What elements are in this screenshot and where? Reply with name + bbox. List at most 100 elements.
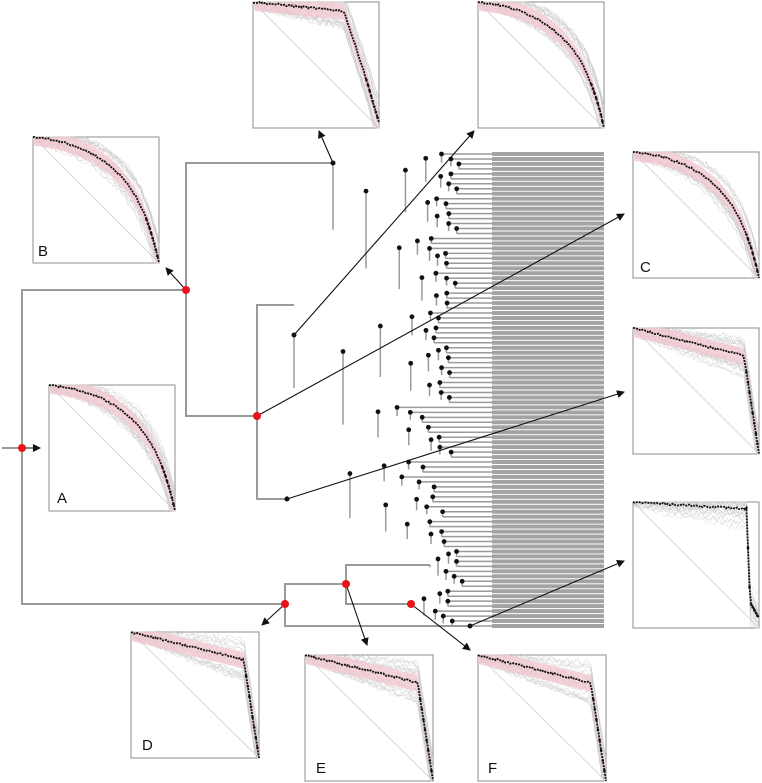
root-link xyxy=(21,448,285,605)
background-curve xyxy=(632,156,759,279)
leaf-bar xyxy=(492,221,604,226)
tree-node xyxy=(404,521,410,527)
leaf-bar xyxy=(492,355,604,360)
tree-node xyxy=(407,409,413,415)
node-right2 xyxy=(284,496,290,502)
leaf-bar xyxy=(492,564,604,569)
tree-node xyxy=(434,196,440,202)
median-point xyxy=(153,242,156,246)
panel-label-e: E xyxy=(316,760,326,777)
background-curve xyxy=(632,503,759,629)
background-curve xyxy=(632,506,759,629)
leaf-bar xyxy=(492,166,604,171)
leaf-bar xyxy=(492,604,604,609)
median-point xyxy=(593,91,596,95)
arrow-to-top1 xyxy=(318,130,334,164)
arrow-to-right2 xyxy=(286,390,625,500)
panel-e xyxy=(304,654,434,782)
tree-node xyxy=(454,559,459,564)
leaf-bar xyxy=(492,440,604,445)
tree-node xyxy=(433,325,439,331)
tree-node xyxy=(441,539,447,544)
leaf-bar xyxy=(492,489,604,494)
leaf-bar xyxy=(492,256,604,261)
leaf-bar xyxy=(492,375,604,380)
leaf-bar xyxy=(492,425,604,430)
tree-node xyxy=(446,395,452,400)
leaf-bar xyxy=(492,509,604,514)
median-point xyxy=(593,708,597,711)
median-point xyxy=(599,113,603,116)
leaf-bar xyxy=(492,460,604,464)
pink-band xyxy=(478,655,606,781)
leaf-bar xyxy=(492,465,604,469)
leaf-bar xyxy=(492,241,604,246)
panel-label-b: B xyxy=(38,243,48,260)
leaf-bar xyxy=(492,161,604,166)
inner-dendrogram xyxy=(286,151,492,627)
leaf-bar xyxy=(492,345,604,350)
panel-label-a: A xyxy=(57,490,67,507)
median-point xyxy=(745,233,748,236)
median-point xyxy=(167,484,170,488)
median-point xyxy=(374,110,378,114)
tree-node xyxy=(446,551,451,557)
arrow-to-d xyxy=(261,603,286,626)
panel-diagonal xyxy=(477,1,605,129)
median-point xyxy=(254,736,258,739)
leaf-bar xyxy=(492,559,604,564)
median-point xyxy=(754,263,758,267)
tree-node xyxy=(454,186,460,192)
node-right3 xyxy=(467,623,473,629)
tree-node xyxy=(377,323,383,329)
median-point xyxy=(591,697,595,701)
tree-node xyxy=(424,504,430,510)
median-point xyxy=(756,442,759,446)
branch-b xyxy=(185,162,333,290)
panel-diagonal xyxy=(130,631,260,759)
median-point xyxy=(749,603,753,606)
tree-node xyxy=(437,591,443,597)
arrows xyxy=(22,130,625,651)
tree-node xyxy=(439,151,444,157)
node-top1 xyxy=(330,160,336,166)
arrow-to-b xyxy=(165,267,187,291)
arrow-to-e xyxy=(345,583,369,646)
leaf-bar xyxy=(492,231,604,236)
node-e-split xyxy=(342,580,350,588)
tree-node xyxy=(427,382,432,388)
tree-node xyxy=(437,380,443,385)
background-curve xyxy=(632,330,759,455)
median-point xyxy=(251,715,254,719)
panel-c xyxy=(632,151,760,279)
median-point xyxy=(156,254,159,258)
leaf-bar xyxy=(492,266,604,271)
tree-node xyxy=(408,360,414,366)
tree-node xyxy=(423,327,429,333)
leaf-bar xyxy=(492,569,604,574)
leaf-bar xyxy=(492,206,604,211)
median-point xyxy=(754,432,758,435)
median-point xyxy=(151,236,154,240)
branch-c-down xyxy=(256,416,287,500)
leaf-bar xyxy=(492,470,604,474)
leaf-bar xyxy=(492,534,604,539)
leaf-bar xyxy=(492,380,604,385)
median-curve xyxy=(130,631,260,759)
panel-f xyxy=(477,654,607,782)
tree-node xyxy=(394,404,400,410)
leaf-bar xyxy=(492,589,604,594)
tree-node xyxy=(444,300,450,306)
background-curve xyxy=(633,501,760,609)
leaf-bar xyxy=(492,246,604,251)
median-point xyxy=(594,96,598,100)
leaf-bar xyxy=(492,365,604,370)
leaf-bar xyxy=(492,171,604,176)
leaf-bar xyxy=(492,360,604,365)
branch-f xyxy=(345,584,411,605)
root-node xyxy=(18,444,26,452)
tree-node xyxy=(440,613,446,619)
tree-node xyxy=(431,335,437,341)
branch-def xyxy=(284,583,346,604)
